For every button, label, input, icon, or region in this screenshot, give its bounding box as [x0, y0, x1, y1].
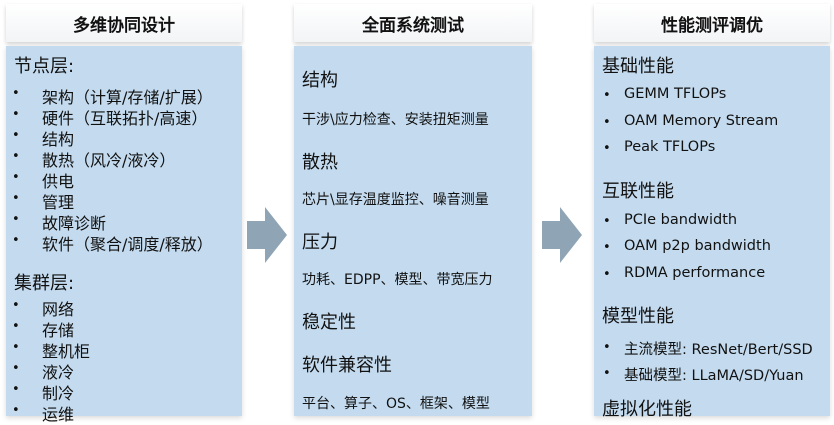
bullet: •	[12, 191, 20, 206]
bullet: •	[603, 88, 611, 103]
arrow-right-icon	[247, 207, 287, 263]
list-item: 软件（聚合/调度/释放）	[42, 235, 213, 254]
node-layer-heading: 节点层:	[14, 56, 75, 77]
bullet: •	[603, 366, 611, 381]
structure-detail: 干涉\应力检查、安装扭矩测量	[302, 112, 489, 128]
list-item: 供电	[42, 172, 75, 191]
list-item: 散热（风冷/液冷）	[42, 151, 176, 170]
cluster-layer-heading: 集群层:	[14, 273, 75, 294]
bullet: •	[12, 128, 20, 143]
list-item: 运维	[42, 405, 75, 424]
stress-detail: 功耗、EDPP、模型、带宽压力	[302, 272, 493, 288]
thermal-heading: 散热	[302, 152, 338, 173]
stress-heading: 压力	[302, 232, 338, 253]
bullet: •	[12, 233, 20, 248]
structure-heading: 结构	[302, 70, 338, 91]
software-compat-heading: 软件兼容性	[302, 355, 392, 376]
performance-panel: 基础性能 • GEMM TFLOPs • OAM Memory Stream •…	[594, 46, 830, 420]
bullet: •	[603, 115, 611, 130]
bullet: •	[603, 267, 611, 282]
basic-performance-heading: 基础性能	[602, 56, 674, 77]
arrow-right-icon	[542, 207, 582, 263]
thermal-detail: 芯片\显存温度监控、噪音测量	[302, 192, 489, 208]
bullet: •	[12, 382, 20, 397]
bullet: •	[12, 361, 20, 376]
bullet: •	[603, 214, 611, 229]
bullet: •	[12, 403, 20, 418]
list-item: 硬件（互联拓扑/高速）	[42, 109, 208, 128]
interconnect-performance-heading: 互联性能	[602, 181, 674, 202]
list-item: PCIe bandwidth	[624, 212, 738, 228]
performance-column: 性能测评调优 基础性能 • GEMM TFLOPs • OAM Memory S…	[594, 4, 830, 420]
performance-column-title: 性能测评调优	[594, 4, 830, 42]
list-item: 主流模型: ResNet/Bert/SSD	[624, 342, 813, 358]
list-item: 架构（计算/存储/扩展）	[42, 88, 213, 107]
list-item: 管理	[42, 193, 75, 212]
list-item: RDMA performance	[624, 265, 766, 281]
list-item: 液冷	[42, 363, 75, 382]
stability-heading: 稳定性	[302, 312, 356, 333]
bullet: •	[12, 340, 20, 355]
bullet: •	[603, 340, 611, 355]
bullet: •	[603, 141, 611, 156]
bullet: •	[12, 298, 20, 313]
list-item: 整机柜	[42, 342, 91, 361]
bullet: •	[603, 240, 611, 255]
design-panel: 节点层: • 架构（计算/存储/扩展） • 硬件（互联拓扑/高速） • 结构 •…	[6, 46, 242, 424]
virtualization-performance-heading: 虚拟化性能	[602, 399, 692, 420]
list-item: Peak TFLOPs	[624, 139, 716, 155]
bullet: •	[12, 149, 20, 164]
bullet: •	[12, 170, 20, 185]
design-column-title: 多维协同设计	[6, 4, 242, 42]
bullet: •	[12, 319, 20, 334]
design-column: 多维协同设计 节点层: • 架构（计算/存储/扩展） • 硬件（互联拓扑/高速）…	[6, 4, 242, 424]
list-item: 基础模型: LLaMA/SD/Yuan	[624, 368, 804, 384]
testing-panel: 结构 干涉\应力检查、安装扭矩测量 散热 芯片\显存温度监控、噪音测量 压力 功…	[294, 46, 532, 416]
software-compat-detail: 平台、算子、OS、框架、模型	[302, 396, 490, 412]
list-item: 制冷	[42, 384, 75, 403]
list-item: GEMM TFLOPs	[624, 86, 727, 102]
list-item: 故障诊断	[42, 214, 107, 233]
testing-column-title: 全面系统测试	[294, 4, 532, 42]
bullet: •	[12, 86, 20, 101]
list-item: OAM Memory Stream	[624, 113, 779, 129]
list-item: 结构	[42, 130, 75, 149]
testing-column: 全面系统测试 结构 干涉\应力检查、安装扭矩测量 散热 芯片\显存温度监控、噪音…	[294, 4, 532, 416]
bullet: •	[12, 212, 20, 227]
bullet: •	[12, 107, 20, 122]
list-item: 网络	[42, 300, 75, 319]
list-item: 存储	[42, 321, 75, 340]
model-performance-heading: 模型性能	[602, 306, 674, 327]
list-item: OAM p2p bandwidth	[624, 238, 771, 254]
